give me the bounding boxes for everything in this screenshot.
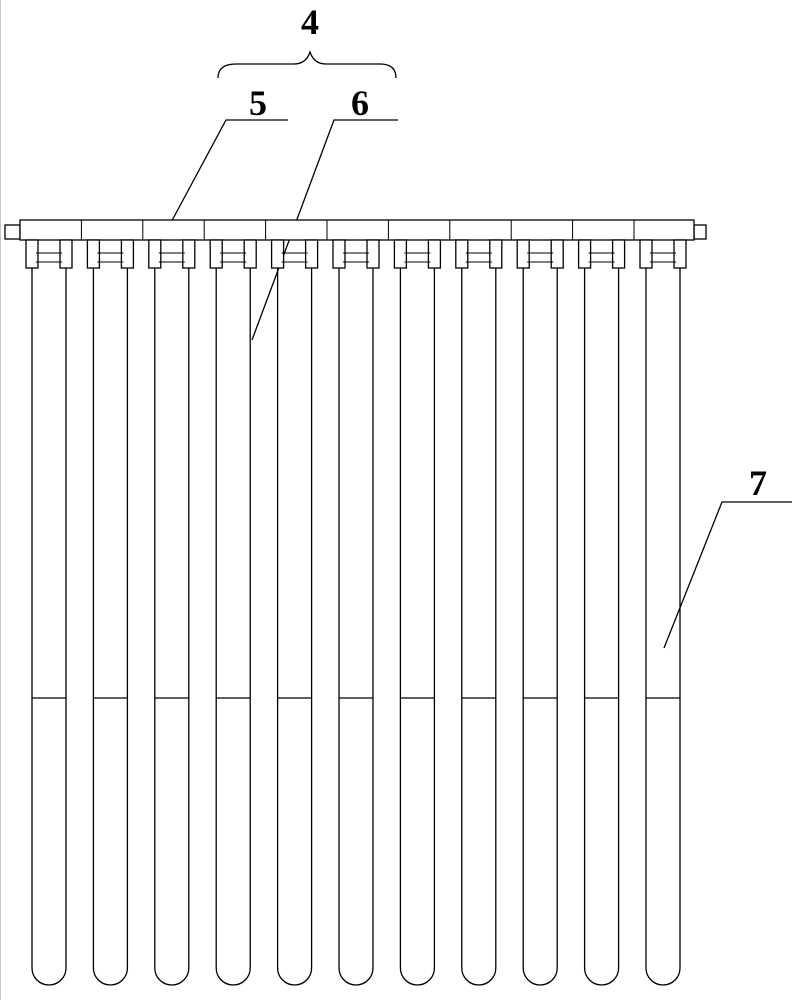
label-header-5: 5 <box>249 83 267 123</box>
tube-unit <box>333 240 379 985</box>
connector-left <box>456 240 468 268</box>
connector-right <box>183 240 195 268</box>
tube-unit <box>394 240 440 985</box>
tube-unit <box>210 240 256 985</box>
connector-left <box>87 240 99 268</box>
connector-right <box>674 240 686 268</box>
assembly-brace <box>218 52 396 78</box>
connector-left <box>272 240 284 268</box>
connector-left <box>333 240 345 268</box>
tube-unit <box>149 240 195 985</box>
tube-unit <box>517 240 563 985</box>
tube-body <box>339 268 373 985</box>
tube-body <box>93 268 127 985</box>
tube-unit <box>456 240 502 985</box>
connector-right <box>60 240 72 268</box>
connector-right <box>244 240 256 268</box>
connector-left <box>149 240 161 268</box>
connector-left <box>26 240 38 268</box>
label-assembly-4: 4 <box>301 2 319 42</box>
tube-array <box>26 240 686 985</box>
tube-unit <box>26 240 72 985</box>
connector-right <box>428 240 440 268</box>
tube-unit <box>87 240 133 985</box>
tube-body <box>216 268 250 985</box>
leader-line-7 <box>664 502 792 648</box>
connector-right <box>613 240 625 268</box>
header-end-cap-left <box>5 225 20 239</box>
header-assembly <box>5 220 706 240</box>
connector-right <box>551 240 563 268</box>
connector-right <box>306 240 318 268</box>
connector-left <box>210 240 222 268</box>
tube-unit <box>272 240 318 985</box>
tube-body <box>462 268 496 985</box>
connector-left <box>394 240 406 268</box>
tube-body <box>32 268 66 985</box>
connector-left <box>517 240 529 268</box>
tube-body <box>646 268 680 985</box>
tube-unit <box>640 240 686 985</box>
connector-right <box>490 240 502 268</box>
connector-right <box>121 240 133 268</box>
connector-left <box>640 240 652 268</box>
tube-body <box>585 268 619 985</box>
leader-line-5 <box>168 120 288 228</box>
tube-body <box>278 268 312 985</box>
tube-body <box>523 268 557 985</box>
connector-left <box>579 240 591 268</box>
label-fill-line-7: 7 <box>749 463 767 503</box>
header-bar <box>20 220 694 240</box>
tube-body <box>155 268 189 985</box>
tube-body <box>400 268 434 985</box>
tube-unit <box>579 240 625 985</box>
label-tube-6: 6 <box>351 83 369 123</box>
header-end-cap-right <box>694 225 706 239</box>
connector-right <box>367 240 379 268</box>
